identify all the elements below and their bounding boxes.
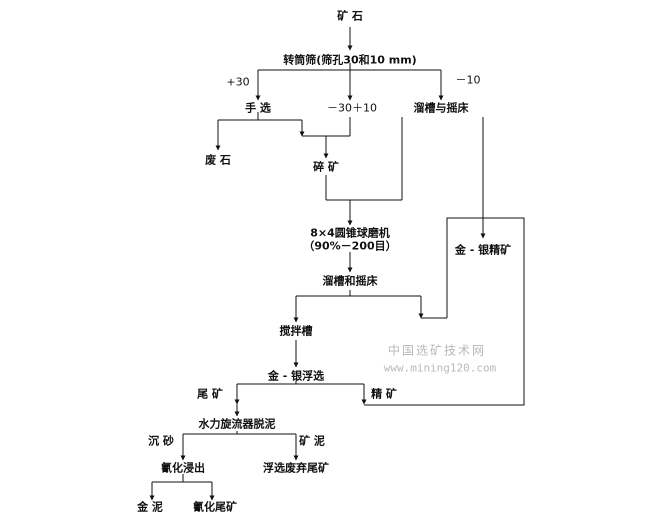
label-minus30plus10: －30＋10 [327, 101, 377, 115]
node-gold-mud: 金 泥 [137, 500, 163, 514]
node-cyanide-leach: 氰化浸出 [161, 461, 205, 475]
node-sluice-table-1: 溜槽与摇床 [413, 101, 469, 115]
node-ore: 矿 石 [337, 9, 363, 23]
label-minus10: －10 [455, 73, 481, 87]
node-flotation: 金 - 银浮选 [267, 369, 325, 383]
node-agitation-tank: 搅拌槽 [279, 324, 313, 338]
node-hand-sort: 手 选 [245, 101, 271, 115]
node-tailings: 尾 矿 [197, 387, 223, 401]
node-waste-rock: 废 石 [205, 153, 231, 167]
node-sluice-table-2: 溜槽和摇床 [322, 274, 378, 288]
line-loop-up [364, 217, 525, 406]
watermark-url: www.mining120.com [383, 361, 497, 375]
label-plus30: +30 [226, 75, 250, 89]
node-trommel: 转筒筛(筛孔30和10 mm) [283, 53, 417, 67]
node-crushed-ore: 碎 矿 [313, 160, 339, 174]
node-sand: 沉 砂 [148, 434, 174, 448]
node-gold-silver-concentrate: 金 - 银精矿 [454, 243, 512, 257]
node-mill-line1: 8×4圆锥球磨机 [310, 226, 390, 240]
node-flotation-waste-tailings: 浮选废弃尾矿 [263, 461, 329, 475]
node-slime: 矿 泥 [299, 434, 325, 448]
node-mill-line2: （90%－200目） [303, 239, 397, 253]
node-concentrate: 精 矿 [371, 387, 397, 401]
node-hydrocyclone: 水力旋流器脱泥 [198, 417, 276, 431]
watermark-cn: 中国选矿技术网 [387, 343, 487, 358]
node-cyanide-tailings: 氰化尾矿 [193, 500, 237, 514]
